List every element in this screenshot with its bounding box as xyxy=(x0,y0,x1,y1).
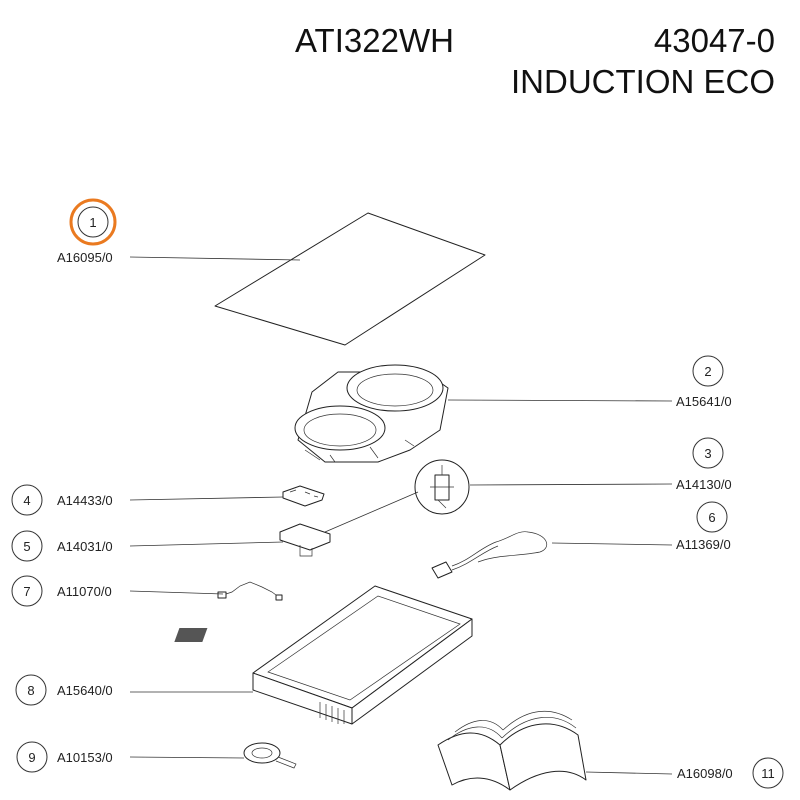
callout-part-code: A16095/0 xyxy=(57,250,113,265)
callout-2[interactable]: 2 A15641/0 xyxy=(447,355,732,409)
callout-number: 3 xyxy=(704,446,711,461)
leader-line xyxy=(551,542,673,546)
part-coil-assembly xyxy=(294,364,449,463)
callout-3[interactable]: 3 A14130/0 xyxy=(324,437,732,533)
callout-number: 5 xyxy=(23,539,30,554)
callout-part-code: A16098/0 xyxy=(677,766,733,781)
leader-line xyxy=(129,541,284,547)
callout-bubble xyxy=(692,437,724,469)
callout-number: 11 xyxy=(761,766,775,781)
callout-bubble xyxy=(77,206,109,238)
callout-8[interactable]: 8 A15640/0 xyxy=(15,674,253,706)
callout-bubble xyxy=(16,741,48,773)
part-control-knob xyxy=(414,459,470,515)
callout-number: 9 xyxy=(28,750,35,765)
callout-bubble xyxy=(752,757,784,789)
callout-part-code: A15640/0 xyxy=(57,683,113,698)
callout-bubble xyxy=(11,575,43,607)
part-glass-top xyxy=(214,212,486,346)
callout-part-code: A14130/0 xyxy=(676,477,732,492)
callout-5[interactable]: 5 A14031/0 xyxy=(11,530,284,562)
part-pcb xyxy=(282,485,325,507)
callout-part-code: A11070/0 xyxy=(57,584,112,599)
callout-part-code: A11369/0 xyxy=(676,537,731,552)
part-bracket xyxy=(279,523,331,557)
callout-part-code: A15641/0 xyxy=(676,394,732,409)
callout-bubble xyxy=(15,674,47,706)
leader-line xyxy=(129,256,301,261)
part-bottom-housing xyxy=(174,585,473,725)
part-power-cord xyxy=(431,531,548,579)
leader-line xyxy=(129,590,224,595)
leader-line xyxy=(585,771,673,775)
part-tape-roll xyxy=(243,742,297,769)
leader-line xyxy=(129,496,284,501)
callout-part-code: A14031/0 xyxy=(57,539,113,554)
callout-number: 7 xyxy=(23,584,30,599)
callout-6[interactable]: 6 A11369/0 xyxy=(551,501,731,552)
callout-7[interactable]: 7 A11070/0 xyxy=(11,575,224,607)
leader-line xyxy=(129,756,245,759)
part-instruction-booklet xyxy=(437,710,587,791)
callout-part-code: A14433/0 xyxy=(57,493,113,508)
product-code: 43047-0 xyxy=(654,22,775,59)
vent-grille xyxy=(174,628,208,642)
model-title: ATI322WH xyxy=(295,22,454,59)
callout-highlight-ring xyxy=(69,198,117,246)
leader-line xyxy=(469,483,673,486)
callout-9[interactable]: 9 A10153/0 xyxy=(16,741,245,773)
leader-line xyxy=(447,399,673,402)
callout-bubble xyxy=(11,530,43,562)
callout-number: 4 xyxy=(23,493,30,508)
callout-bubble xyxy=(11,484,43,516)
callout-number: 6 xyxy=(708,510,715,525)
callout-number: 1 xyxy=(89,215,96,230)
callout-bubble xyxy=(692,355,724,387)
callout-4[interactable]: 4 A14433/0 xyxy=(11,484,284,516)
callout-bubble xyxy=(696,501,728,533)
callout-11[interactable]: 11 A16098/0 xyxy=(585,757,784,789)
part-wire-harness xyxy=(217,581,283,601)
leader-line-detail xyxy=(324,491,419,533)
callout-1[interactable]: 1 A16095/0 xyxy=(57,198,301,265)
product-subtitle: INDUCTION ECO xyxy=(511,63,775,100)
callout-part-code: A10153/0 xyxy=(57,750,113,765)
callout-number: 8 xyxy=(27,683,34,698)
callout-number: 2 xyxy=(704,364,711,379)
